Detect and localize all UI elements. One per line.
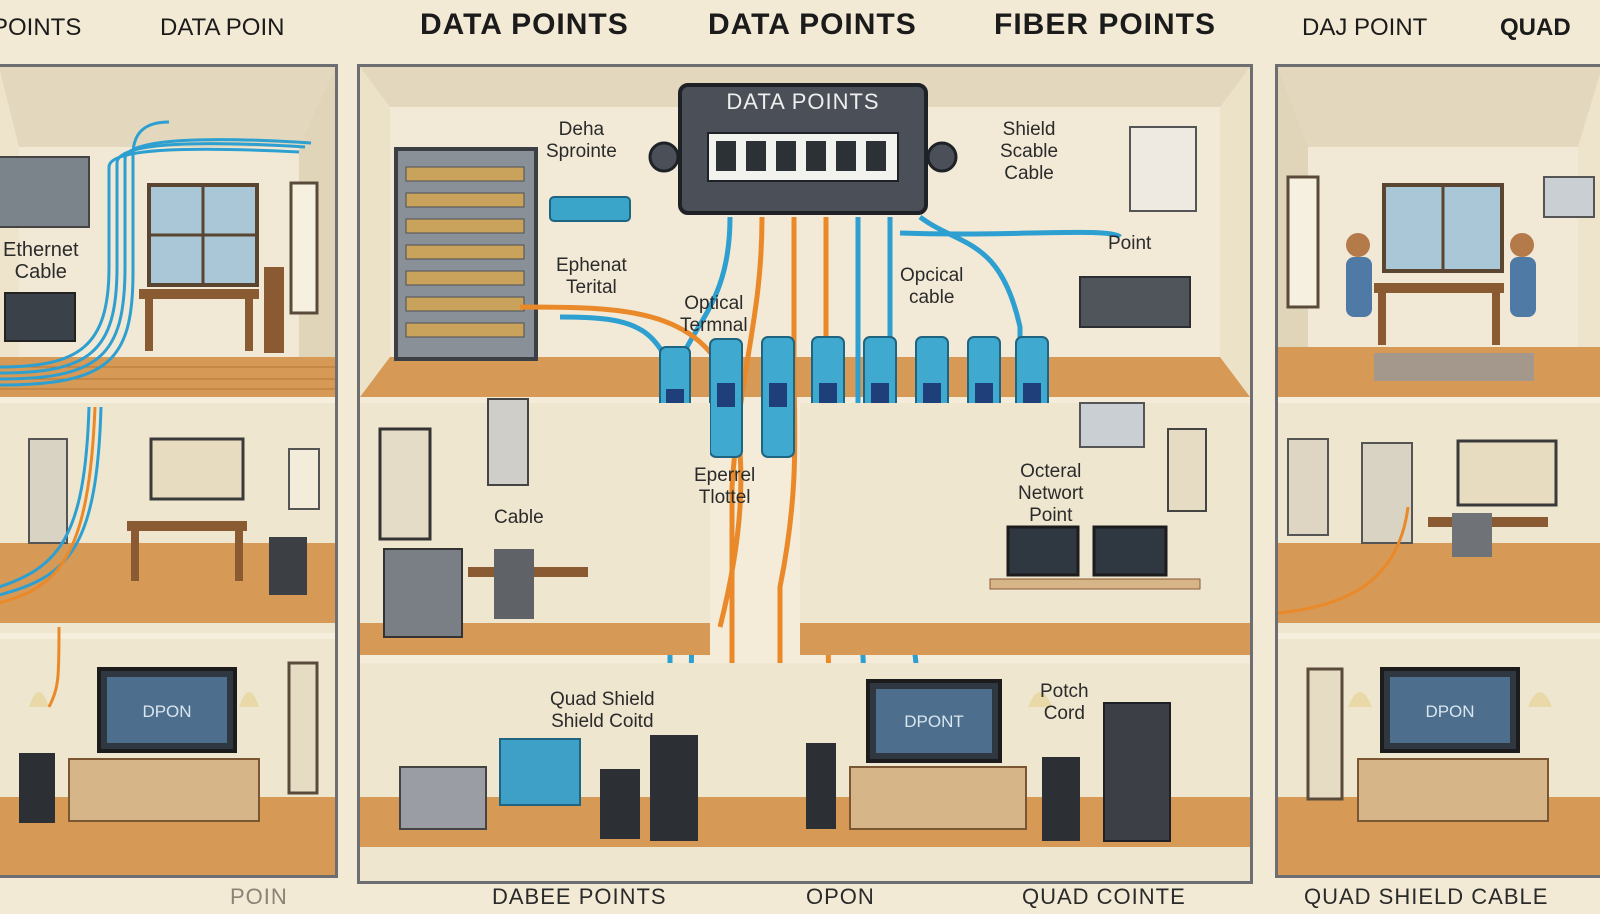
header-item-data-points-2: DATA POINTS — [708, 8, 917, 41]
left-house-illustration: DPON — [0, 67, 335, 875]
switch-label: DATA POINTS — [726, 89, 879, 114]
left-tv-text: DPON — [142, 702, 191, 721]
label-quad-shield-coitd: Quad Shield Shield Coitd — [550, 689, 655, 732]
network-rack — [0, 156, 90, 228]
label-ethernet-cable: Ethernet Cable — [3, 239, 79, 283]
header-item-fiber-points: FIBER POINTS — [994, 8, 1217, 41]
door — [28, 438, 68, 544]
label-point: Point — [1108, 233, 1152, 254]
label-deha-sprointe: Deha Sprointe — [546, 119, 617, 162]
label-optical-terminal: Optical Termnal — [680, 293, 748, 336]
desktop-tower — [1103, 702, 1171, 842]
right-house-illustration: DPON — [1278, 67, 1600, 875]
person-left — [1346, 233, 1370, 257]
footer-item-dabee-points: DABEE POINTS — [492, 884, 667, 909]
label-octeral-network-point: Octeral Networt Point — [1018, 461, 1084, 526]
central-network-illustration: DATA POINTS — [360, 67, 1250, 881]
label-ephenat-terital: Ephenat Terital — [556, 255, 627, 298]
header-item-points: POINTS — [0, 14, 82, 41]
ac-unit — [1129, 126, 1197, 212]
optical-terminal-box — [1079, 276, 1191, 328]
header-item-daj-point: DAJ POINT — [1302, 14, 1428, 41]
label-shield-scable: Shield Scable Cable — [1000, 119, 1059, 184]
label-eperrel-tlottel: Eperrel Tlottel — [694, 465, 756, 508]
center-tv-text: DPONT — [904, 712, 964, 731]
laptop — [4, 292, 76, 342]
header-item-quad: QUAD — [1500, 14, 1571, 41]
label-patch-cord: Potch Cord — [1040, 681, 1089, 724]
footer-item-quad-shield-cable: QUAD SHIELD CABLE — [1304, 884, 1549, 909]
footer-item-poin: POIN — [230, 884, 288, 909]
label-opcical-cable: Opcical cable — [900, 265, 964, 308]
right-tv-text: DPON — [1425, 702, 1474, 721]
header-item-data-poin: DATA POIN — [160, 14, 285, 41]
footer-item-quad-cointe: QUAD COINTE — [1022, 884, 1186, 909]
footer-item-opon: OPON — [806, 884, 875, 909]
label-cable: Cable — [494, 507, 544, 528]
header-item-data-points-1: DATA POINTS — [420, 8, 629, 41]
person-right — [1510, 233, 1534, 257]
right-house-panel: DPON — [1275, 64, 1600, 878]
central-network-panel: DATA POINTS — [357, 64, 1253, 884]
left-house-panel: DPON Ethernet Cable — [0, 64, 338, 878]
